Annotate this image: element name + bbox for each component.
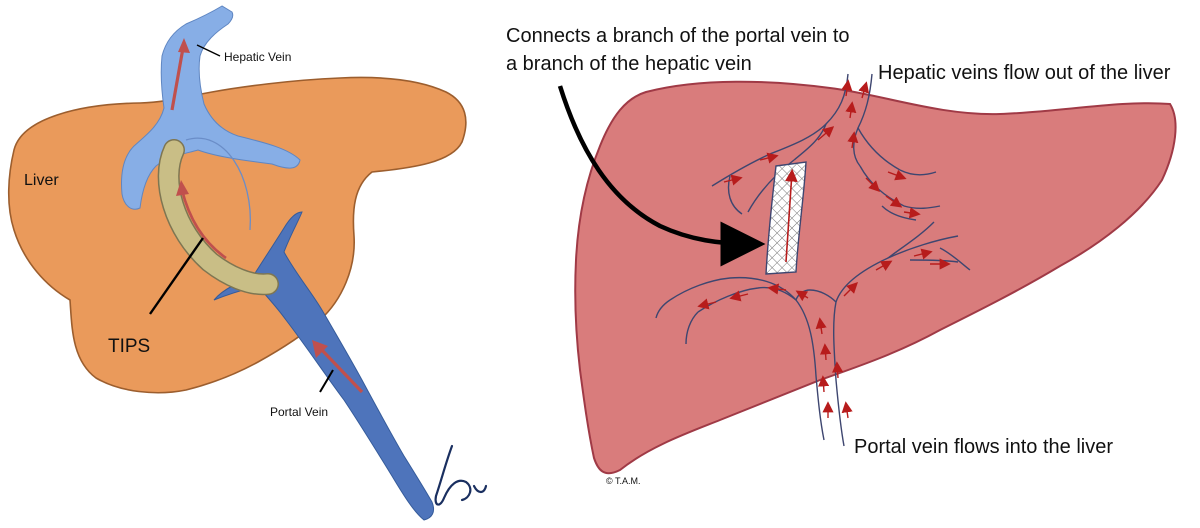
portal-flow-arrowhead bbox=[312, 340, 328, 358]
hepatic-flow-arrow bbox=[170, 47, 185, 111]
hepatic-vein-label: Hepatic Vein bbox=[224, 50, 291, 64]
liver-shape bbox=[7, 76, 467, 394]
connects-pointer-arrow bbox=[557, 85, 766, 267]
flow-arrows-right bbox=[697, 79, 951, 419]
hepatic-vein-leader bbox=[196, 44, 221, 57]
right-panel: © T.A.M. Connects a branch of the portal… bbox=[506, 25, 1177, 486]
stent-flow-arrow bbox=[180, 189, 227, 260]
hepatic-flow-label: Hepatic veins flow out of the liver bbox=[878, 62, 1171, 84]
watermark-text: © T.A.M. bbox=[606, 476, 640, 486]
tips-stent-fill bbox=[159, 140, 278, 294]
portal-vein-leader bbox=[319, 369, 334, 393]
left-panel: Hepatic Vein Liver TIPS Portal Vein bbox=[7, 5, 488, 521]
hepatic-flow-arrowhead bbox=[178, 38, 190, 53]
liver-label: Liver bbox=[24, 172, 59, 189]
portal-vein-label: Portal Vein bbox=[270, 405, 328, 419]
tips-label: TIPS bbox=[108, 336, 150, 357]
tips-stent-right bbox=[765, 161, 807, 275]
liver-shape-right bbox=[574, 80, 1177, 475]
connects-label-line1: Connects a branch of the portal vein to bbox=[506, 25, 850, 47]
artist-signature bbox=[434, 444, 488, 506]
tips-leader bbox=[149, 237, 204, 315]
portal-flow-arrow bbox=[318, 346, 364, 394]
connects-label-line2: a branch of the hepatic vein bbox=[506, 53, 752, 75]
hepatic-vein-ring bbox=[185, 137, 251, 231]
portal-flow-label: Portal vein flows into the liver bbox=[854, 436, 1113, 458]
stent-flow-arrowhead bbox=[176, 180, 189, 196]
